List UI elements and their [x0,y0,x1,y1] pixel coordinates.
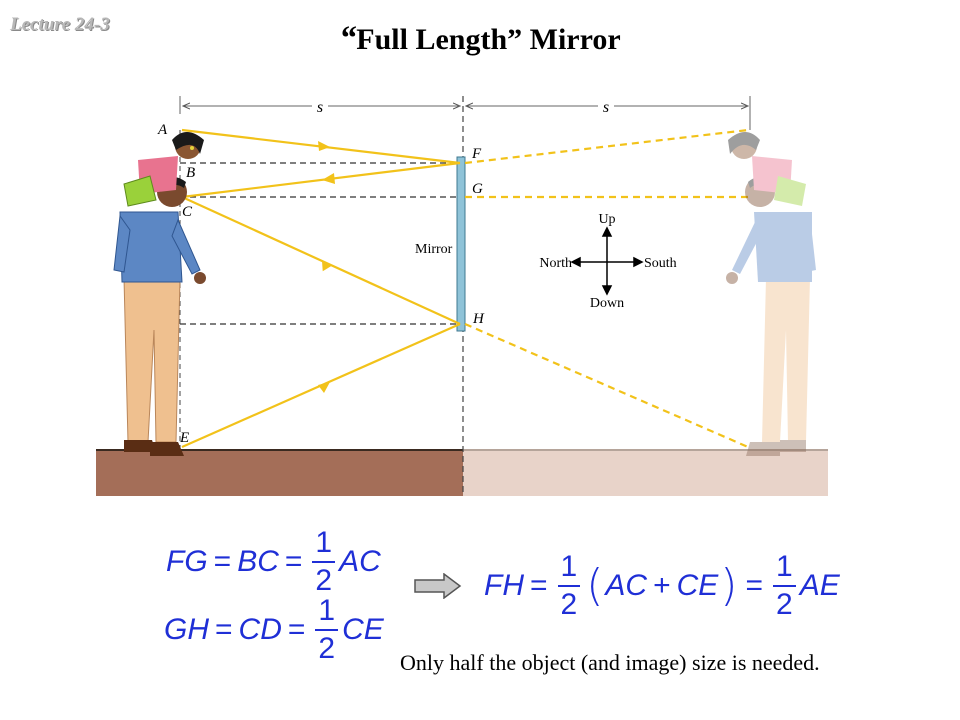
lecture-label: Lecture 24-3 [10,14,110,35]
eq3-equals-2: = [745,569,763,602]
distance-label-left: s [317,99,323,116]
eq3-term-1: AC [605,569,648,602]
eq1-equals-2: = [284,545,303,578]
compass-up: Up [598,212,615,227]
point-label-a: A [157,122,168,138]
eq3-denominator-2: 2 [776,588,793,621]
eq3-plus: + [653,569,671,602]
dimension-lines [179,96,751,130]
eq2-mid: CD [238,613,282,646]
conclusion-note: Only half the object (and image) size is… [400,650,820,675]
mirror [456,156,466,332]
eq2-lhs: GH [164,613,209,646]
eq2-equals-1: = [215,613,233,646]
ground-right [463,450,828,496]
eq2-rhs: CE [342,613,384,646]
eq3-rhs: AE [799,569,840,602]
eq1-numerator: 1 [312,528,336,563]
eq3-left-paren: ( [586,560,604,611]
eq1-denominator: 2 [315,564,333,597]
person-object [113,132,206,456]
eq1-mid: BC [237,545,279,578]
title-open-quote: “ [339,20,357,57]
virtual-rays [464,128,749,449]
eq3-denominator-1: 2 [560,588,578,621]
point-label-b: B [186,165,195,181]
distance-label-right: s [603,99,609,116]
eq1-equals-1: = [213,545,232,578]
eq2-denominator: 2 [318,632,336,665]
slide-title: “Full Length” Mirror [0,20,960,58]
ray-arrows [318,141,335,393]
eq2-equals-2: = [287,613,306,646]
eq3-term-2: CE [676,569,719,602]
point-label-h: H [472,311,485,327]
point-label-g: G [472,181,483,197]
guide-lines [180,162,460,325]
eq3-right-paren: ) [720,560,738,611]
compass-down: Down [590,296,624,311]
eq1-lhs: FG [166,545,208,578]
implies-arrow-icon [414,573,462,599]
title-text: Full Length” Mirror [356,23,621,56]
light-rays [181,128,461,449]
mirror-label: Mirror [415,242,453,257]
compass-south: South [644,256,677,271]
compass [570,226,644,296]
ground-left [96,450,463,496]
person-image [726,132,816,456]
eq3-equals-1: = [530,569,548,602]
point-label-e: E [179,430,189,446]
point-label-f: F [471,146,482,162]
eq3-lhs: FH [484,569,524,602]
eq3-numerator-2: 1 [773,552,796,587]
eq2-numerator: 1 [315,596,339,631]
compass-north: North [539,256,572,271]
eq3-numerator-1: 1 [557,552,581,587]
eq1-rhs: AC [339,545,381,578]
point-label-c: C [182,204,193,220]
